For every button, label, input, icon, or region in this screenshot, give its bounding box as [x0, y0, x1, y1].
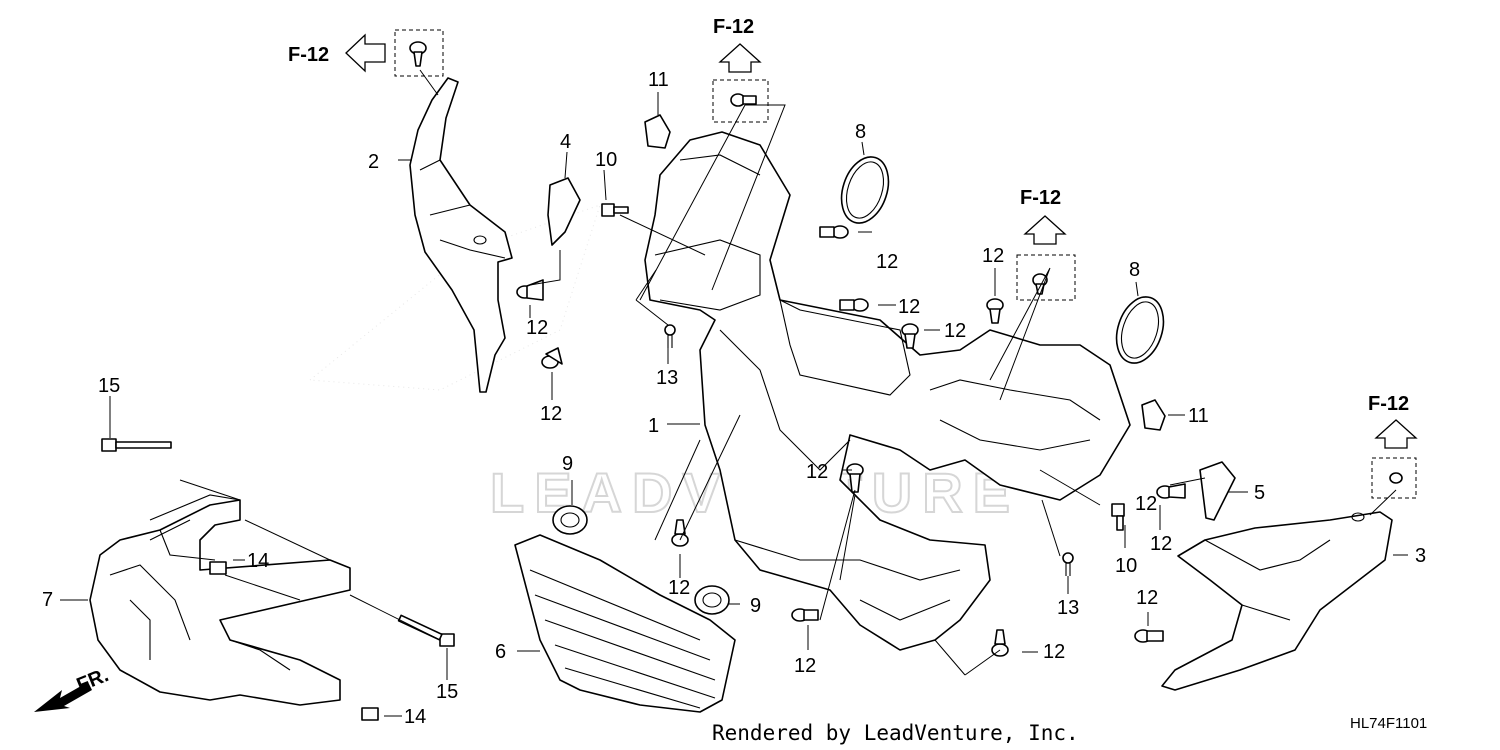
callout-13-upper: 13 [656, 367, 678, 389]
front-direction-arrow [34, 682, 92, 712]
callout-9-lower: 9 [750, 595, 761, 617]
part-8-ring-lower [1115, 296, 1165, 364]
callout-14-upper: 14 [247, 550, 269, 572]
watermark-dots [308, 204, 601, 391]
callout-12-bottom: 12 [794, 655, 816, 677]
callout-3: 3 [1415, 545, 1426, 567]
callout-12-lower-left: 12 [668, 577, 690, 599]
front-direction-label: FR. [74, 664, 112, 696]
callout-15-upper: 15 [98, 375, 120, 397]
leader-lines [60, 69, 1408, 717]
callout-4: 4 [560, 131, 571, 153]
part-5-bracket [1199, 461, 1236, 521]
part-11-clip-lower [1141, 399, 1166, 431]
part-6-grille [514, 534, 736, 713]
part-1-front-cover [644, 131, 1131, 651]
callout-5: 5 [1254, 482, 1265, 504]
ref-arrow-c [1023, 215, 1067, 245]
ref-arrow-b [718, 43, 762, 73]
ref-box-a [394, 29, 444, 77]
ref-label-f12-center: F-12 [1020, 187, 1061, 209]
callout-10-upper: 10 [595, 149, 617, 171]
callout-10-lower: 10 [1115, 555, 1137, 577]
callout-12-left-lower: 12 [540, 403, 562, 425]
part-9-grommet-lower [694, 585, 730, 615]
callout-11-upper: 11 [648, 69, 669, 91]
callout-9-upper: 9 [562, 453, 573, 475]
ref-label-f12-top: F-12 [713, 16, 754, 38]
callout-12-bottom-right: 12 [1043, 641, 1065, 663]
part-4-bracket [547, 177, 581, 246]
ref-box-c [1016, 254, 1076, 301]
callout-12-mid: 12 [806, 461, 828, 483]
part-3-right-side-panel [1161, 511, 1393, 691]
part-2-left-side-panel [409, 77, 513, 393]
ref-arrow-d [1374, 419, 1418, 449]
part-7-front-bumper [89, 494, 351, 706]
part-8-ring-upper [840, 156, 890, 224]
ref-label-f12-right: F-12 [1368, 393, 1409, 415]
callout-8-lower: 8 [1129, 259, 1140, 281]
ref-box-d [1371, 457, 1417, 499]
callout-12-right-lower: 12 [1136, 587, 1158, 609]
callout-12-left-upper: 12 [526, 317, 548, 339]
callout-11-lower: 11 [1188, 405, 1209, 427]
part-11-clip-upper [644, 114, 671, 149]
callout-12-top-b: 12 [898, 296, 920, 318]
callout-12-center: 12 [982, 245, 1004, 267]
callout-8-upper: 8 [855, 121, 866, 143]
callout-13-lower: 13 [1057, 597, 1079, 619]
ref-label-f12-left: F-12 [288, 44, 329, 66]
callout-labels: 1 2 3 4 5 6 7 8 8 9 9 10 10 11 11 12 12 … [42, 69, 1426, 728]
callout-1: 1 [648, 415, 659, 437]
callout-7: 7 [42, 589, 53, 611]
diagram-code: HL74F1101 [1350, 715, 1427, 732]
rendered-by-credit: Rendered by LeadVenture, Inc. [712, 721, 1079, 745]
ref-arrow-a [345, 33, 386, 73]
part-9-grommet-upper [552, 505, 588, 535]
callout-12-top-c: 12 [944, 320, 966, 342]
callout-6: 6 [495, 641, 506, 663]
callout-12-right-upper: 12 [1135, 493, 1157, 515]
callout-15-lower: 15 [436, 681, 458, 703]
callout-2: 2 [368, 151, 379, 173]
callout-12-top-a: 12 [876, 251, 898, 273]
callout-12-right: 12 [1150, 533, 1172, 555]
callout-14-lower: 14 [404, 706, 426, 728]
